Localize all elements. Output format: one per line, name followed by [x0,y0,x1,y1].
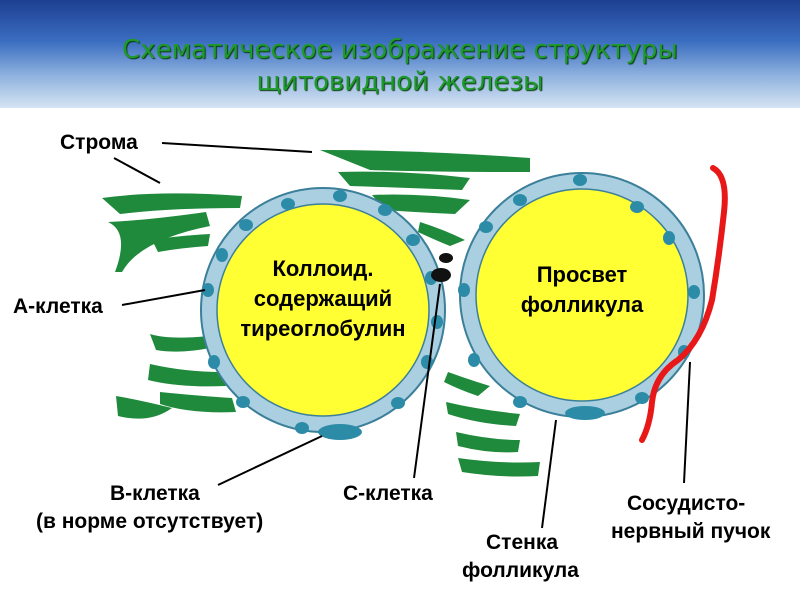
a-cell-nucleus [216,248,228,262]
stroma-leader-1 [161,142,313,153]
vessel-label-1: Сосудисто- [627,492,745,515]
a-cell-nucleus [635,392,649,404]
left-follicle: Коллоид. содержащий тиреоглобулин [200,187,446,440]
stroma-strand [152,234,210,252]
a-cell-nucleus [236,396,250,408]
stroma-strand [108,212,210,272]
stroma-strand [456,432,520,453]
a-cell-nucleus [458,283,470,297]
a-cell-nucleus [208,355,220,369]
a-cell-nucleus [202,283,214,297]
b-cell [565,406,605,420]
title-line-1: Схематическое изображение структуры [122,35,678,65]
right-follicle: Просвет фолликула [458,172,705,420]
a-cell-nuclei [458,174,700,408]
stroma-strand [160,392,236,413]
stroma-strand [446,402,520,426]
vessel-leader [683,361,691,484]
a-cell-nucleus [573,174,587,186]
stroma-strand [338,171,470,190]
c-cells [431,253,453,282]
colloid-label-3: тиреоглобулин [240,316,405,341]
a-cell-nucleus [479,221,493,233]
b-cell-note: (в норме отсутствует) [36,510,263,533]
wall-label-2: фолликула [462,559,579,582]
stroma-strand [458,458,540,477]
follicle-lumen [475,188,689,402]
title-line-2: щитовидной железы [256,67,544,97]
a-cell-nucleus [468,353,480,367]
a-cell-nucleus [239,219,253,231]
leader-lines [113,142,691,529]
colloid [216,203,430,417]
a-cell-nucleus [513,396,527,408]
lumen-label-1: Просвет [537,262,628,287]
a-cell-nucleus [295,422,309,434]
c-cell-leader [413,283,441,479]
title-banner [0,0,800,108]
stroma-strand [372,194,470,214]
a-cell-nucleus [431,315,443,329]
colloid-label-1: Коллоид. [272,256,373,281]
a-cell-nucleus [663,231,675,245]
a-cell-leader [121,289,206,306]
a-cell-nucleus [406,234,420,246]
c-cell-label: С-клетка [343,482,433,505]
a-cell-nucleus [333,190,347,202]
stroma-strand [418,222,465,246]
a-cell-nucleus [513,194,527,206]
stroma-leader-2 [113,157,161,184]
a-cell-nucleus [281,198,295,210]
stroma-strand [148,364,226,387]
stroma-strands [102,150,540,477]
c-cell [431,268,451,282]
a-cell-nucleus [688,285,700,299]
stroma-label: Строма [60,131,138,154]
b-cell-leader [217,435,323,486]
wall-leader [541,419,557,529]
wall-label-1: Стенка [486,531,558,554]
c-cell [439,253,453,263]
stroma-strand [116,396,172,419]
a-cell-nucleus [378,204,392,216]
b-cell [318,424,362,440]
page-title: Схематическое изображение структуры щито… [0,34,800,98]
a-cell-nucleus [391,397,405,409]
stroma-strand [150,334,210,352]
stroma-strand [102,193,242,214]
b-cell-label: В-клетка [110,482,200,505]
neurovascular-bundle [639,165,728,443]
vessel-label-2: нервный пучок [611,520,771,543]
a-cell-label: А-клетка [13,295,103,318]
stroma-strand [444,372,490,396]
stroma-strand [320,150,530,172]
colloid-label-2: содержащий [254,286,392,311]
a-cell-nucleus [630,201,644,213]
lumen-label-2: фолликула [521,292,644,317]
